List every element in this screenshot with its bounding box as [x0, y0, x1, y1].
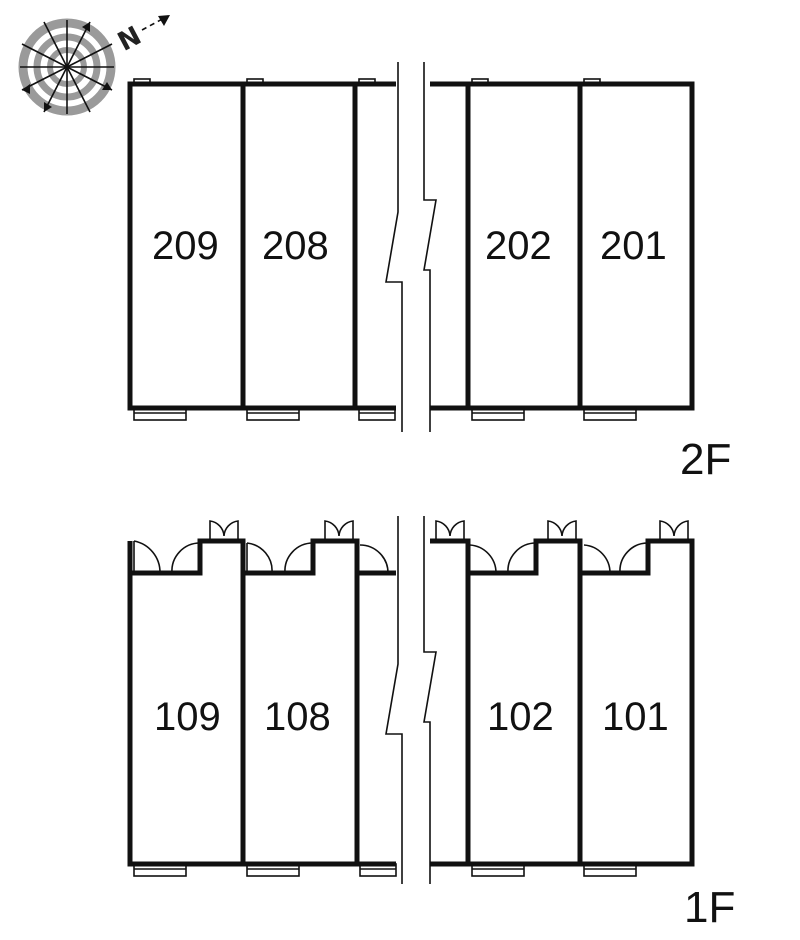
unit-label: 208 — [262, 224, 329, 268]
unit-label: 201 — [600, 224, 667, 268]
double-door-marks-1f — [209, 520, 689, 542]
unit-label: 101 — [602, 695, 669, 739]
unit-label: 202 — [485, 224, 552, 268]
north-arrow-icon — [141, 15, 170, 31]
door-marks-bottom-2f — [133, 407, 637, 421]
window-marks-top-2f — [133, 78, 601, 86]
window-marks-bottom-1f — [133, 863, 637, 877]
floor-2f-plan: 209 208 202 201 — [127, 62, 695, 432]
north-label: N — [113, 21, 146, 58]
unit-label: 108 — [264, 695, 331, 739]
compass-rose-icon — [18, 18, 116, 116]
floor-label-1f: 1F — [684, 883, 735, 932]
unit-label: 209 — [152, 224, 219, 268]
door-swings-1f — [133, 540, 649, 574]
unit-label: 109 — [154, 695, 221, 739]
floor-label-2f: 2F — [680, 435, 731, 484]
floor-1f-plan: 109 108 102 101 — [127, 516, 695, 884]
unit-label: 102 — [487, 695, 554, 739]
